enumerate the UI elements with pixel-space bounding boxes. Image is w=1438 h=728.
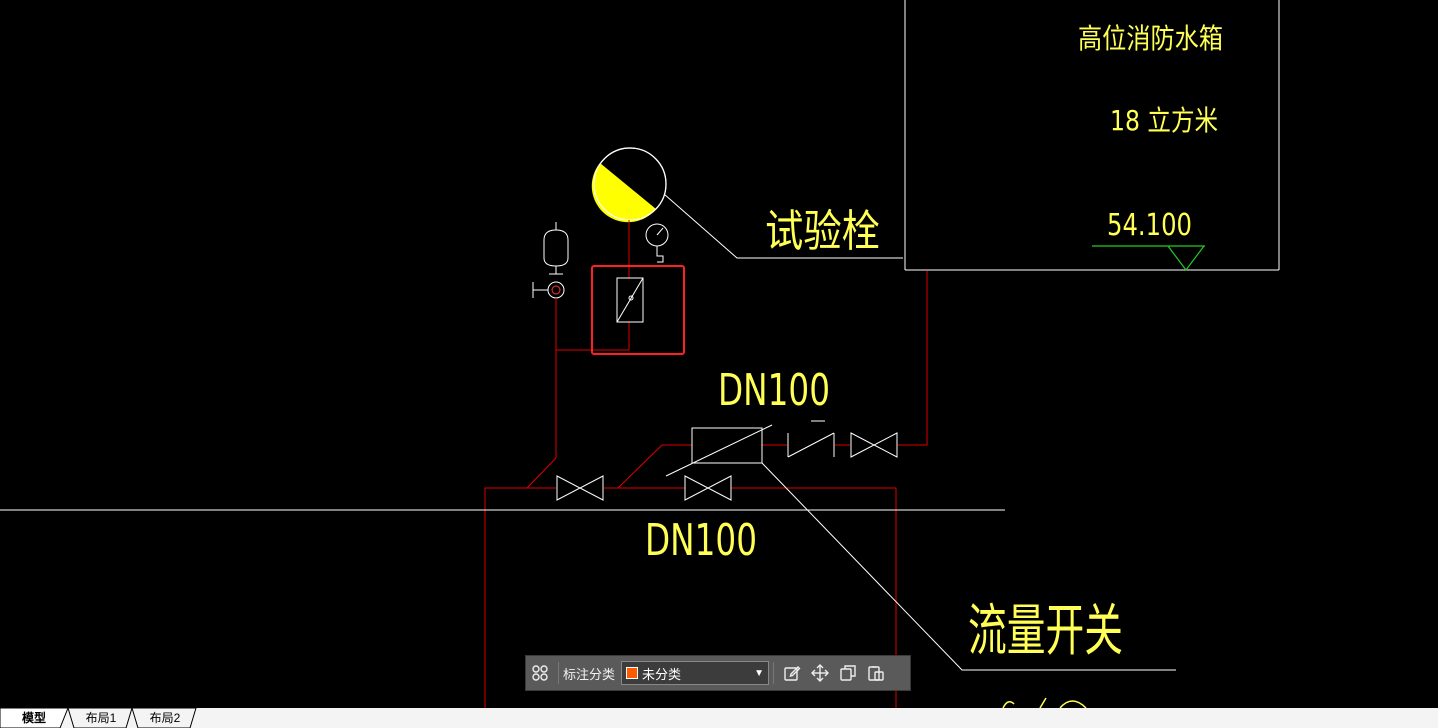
cad-drawing: 高位消防水箱 18 立方米 54.100 试验栓	[0, 0, 1280, 708]
check-valve-icon	[787, 420, 835, 458]
tab-layout1[interactable]: 布局1	[85, 711, 117, 725]
tab-shapes	[0, 708, 197, 728]
gate-valve-icon	[684, 475, 732, 501]
flow-switch-icon	[665, 424, 773, 477]
toolbar-divider	[773, 662, 775, 684]
edit-icon[interactable]	[778, 659, 806, 687]
hydrant-leader-line	[663, 193, 903, 259]
test-valve-icon	[616, 277, 644, 323]
tank-level: 54.100	[1107, 208, 1192, 243]
gate-valve-icon	[850, 432, 898, 458]
copy-icon[interactable]	[834, 659, 862, 687]
layout-tabs: 模型 布局1 布局2	[0, 708, 1438, 728]
pipe-size-label-lower: DN100	[645, 515, 757, 566]
grid-menu-icon[interactable]	[526, 659, 554, 687]
tab-layout2[interactable]: 布局2	[149, 711, 181, 725]
gate-valve-icon	[556, 475, 604, 501]
annotation-toolbar: 标注分类 未分类 ▼	[525, 655, 911, 691]
tank-title: 高位消防水箱	[1078, 22, 1223, 55]
category-color-swatch	[626, 667, 639, 679]
test-hydrant-gauge-icon	[591, 147, 667, 223]
clipped-annotation	[1002, 697, 1087, 708]
tab-model[interactable]: 模型	[21, 711, 46, 725]
chevron-down-icon: ▼	[754, 667, 765, 679]
air-release-valve-icon	[532, 222, 569, 299]
pipes	[484, 220, 928, 708]
pressure-gauge-icon	[645, 223, 669, 263]
level-marker-icon	[1092, 245, 1205, 271]
move-icon[interactable]	[806, 659, 834, 687]
category-value: 未分类	[642, 666, 682, 682]
cad-drawing-canvas[interactable]: 高位消防水箱 18 立方米 54.100 试验栓	[0, 0, 1438, 708]
selected-test-valve-highlight[interactable]	[591, 265, 685, 355]
water-tank	[904, 0, 1280, 271]
category-label: 标注分类	[563, 666, 616, 682]
test-hydrant-label: 试验栓	[765, 206, 880, 257]
paste-icon[interactable]	[862, 659, 890, 687]
tank-volume: 18 立方米	[1110, 104, 1218, 137]
flow-switch-leader-line	[761, 462, 1176, 671]
pipe-size-label-upper: DN100	[718, 365, 830, 416]
toolbar-divider	[558, 662, 559, 684]
flow-switch-label: 流量开关	[968, 599, 1123, 664]
category-select[interactable]: 未分类 ▼	[621, 661, 770, 685]
